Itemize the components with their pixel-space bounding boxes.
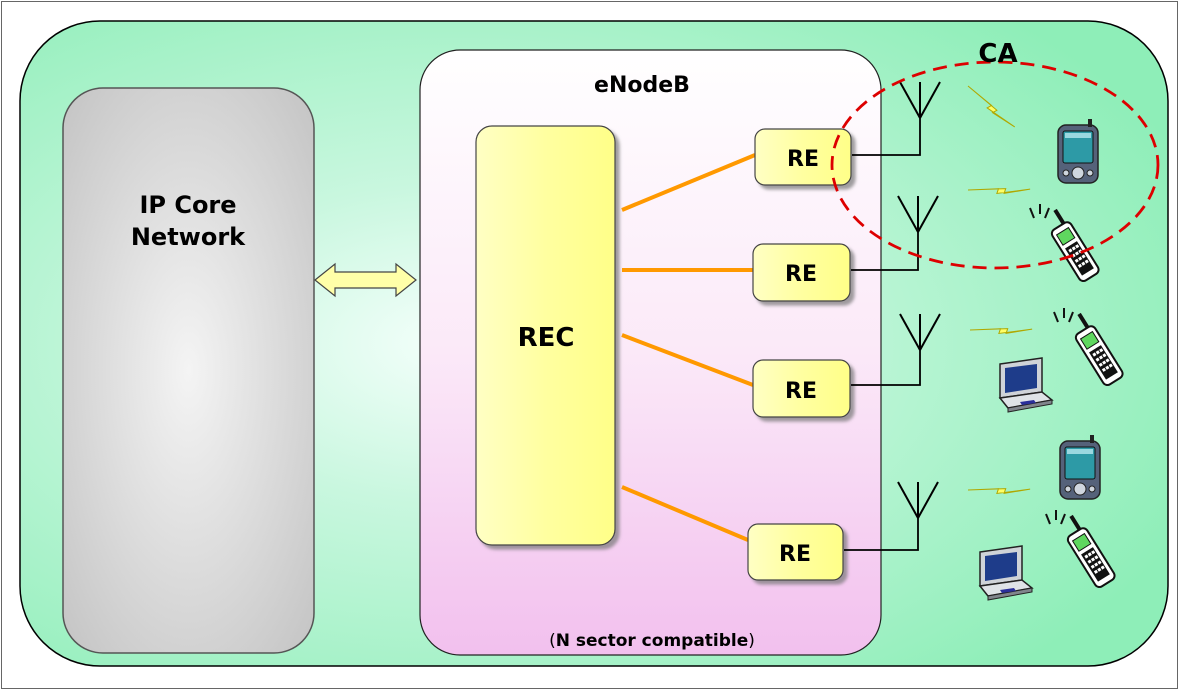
core-label-line1: IP Core: [139, 191, 236, 219]
ca-coverage-ellipse: [830, 60, 1160, 270]
re-label-1: RE: [787, 147, 819, 172]
rec-label: REC: [518, 323, 575, 353]
rec-block: [475, 125, 616, 546]
pda-device-icon: [1059, 434, 1101, 500]
re-label-2: RE: [785, 262, 817, 287]
link-re-3: [621, 333, 754, 387]
link-re-1: [621, 153, 756, 212]
re-unit-2: [752, 243, 851, 302]
sector-footnote: (N sector compatible): [549, 631, 755, 651]
core-label-line2: Network: [131, 223, 246, 251]
enodeb-title: eNodeB: [594, 73, 690, 98]
ca-label: CA: [978, 39, 1017, 69]
re-unit-3: [752, 359, 851, 418]
re-label-4: RE: [779, 542, 811, 567]
ip-core-network-box: [62, 87, 315, 654]
rec-re-links: [621, 153, 756, 542]
link-re-4: [621, 485, 749, 542]
antenna-feeders: [844, 118, 921, 551]
re-unit-1: [754, 128, 852, 186]
re-label-3: RE: [785, 379, 817, 404]
re-unit-4: [747, 523, 844, 581]
bidirectional-arrow-icon: [314, 262, 417, 298]
pda-device-icon: [1057, 118, 1099, 184]
